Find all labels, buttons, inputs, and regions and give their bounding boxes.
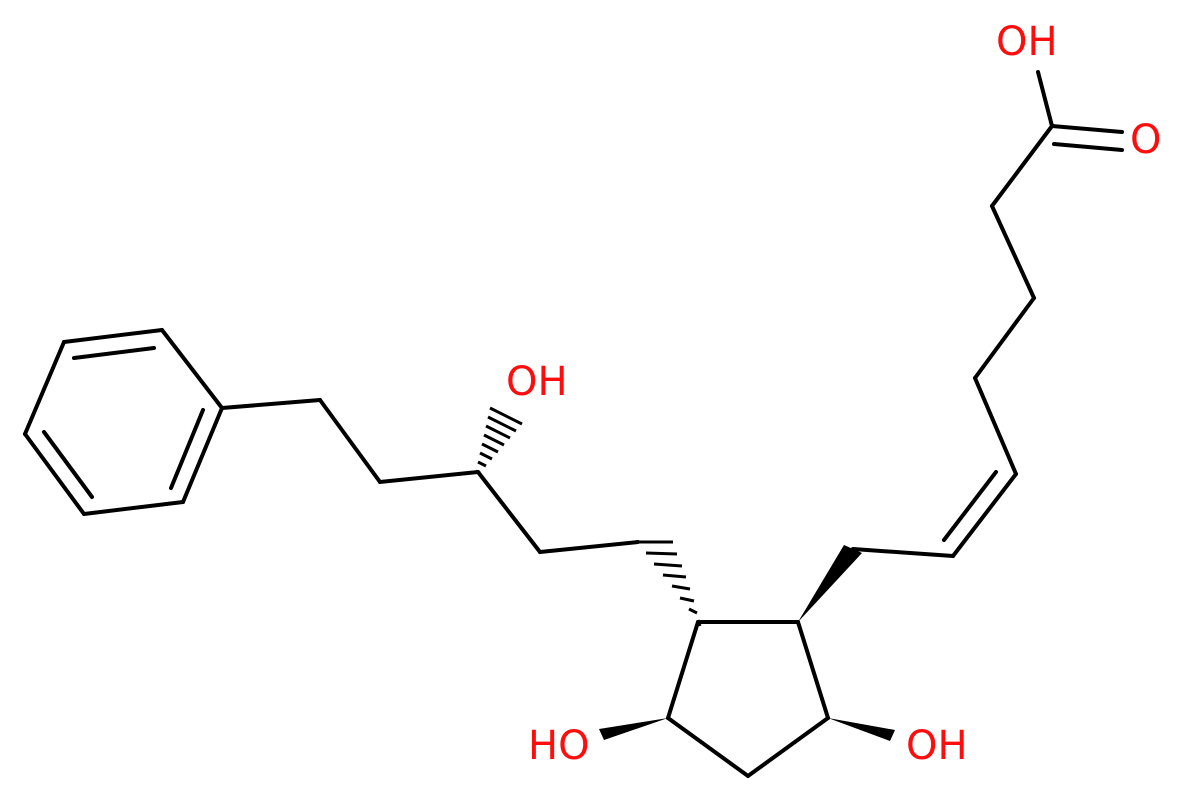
hashed-bond-side-oh: [475, 406, 523, 475]
ring-hydroxyl-right-label: OH: [906, 723, 968, 769]
ring-hydroxyl-left-label: HO: [528, 723, 590, 769]
wedge-bond-right-oh: [828, 718, 895, 741]
acid-hydroxyl-label: OH: [996, 19, 1058, 65]
wedge-bond-upper-chain: [798, 545, 862, 622]
side-chain: [220, 398, 640, 554]
acid-carbonyl-oxygen-label: O: [1130, 117, 1161, 163]
cyclopentane-ring: [666, 620, 830, 778]
upper-chain: [851, 124, 1054, 558]
carboxylic-acid-group: [1036, 70, 1124, 152]
side-chain-hydroxyl-label: OH: [506, 359, 568, 405]
wedge-bond-left-oh: [599, 718, 668, 740]
benzene-ring: [23, 328, 224, 516]
hashed-bond-ring-sidechain: [637, 540, 702, 627]
